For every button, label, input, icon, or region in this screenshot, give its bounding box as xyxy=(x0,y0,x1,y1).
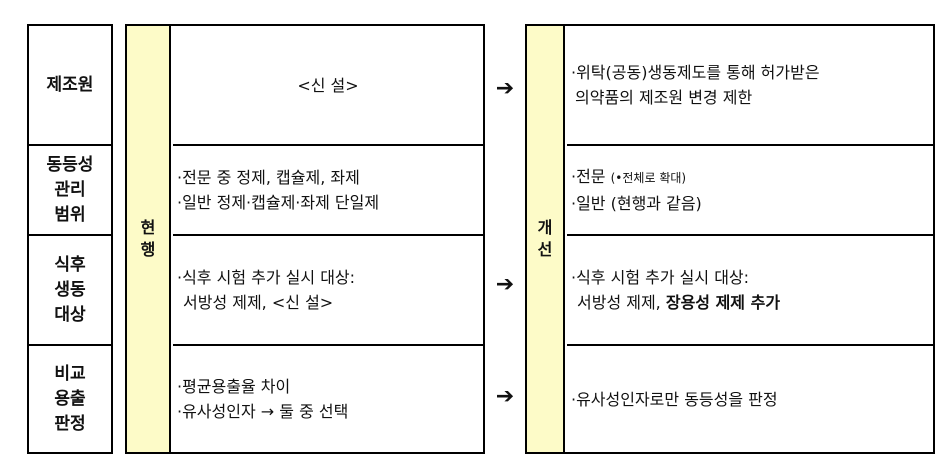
cell-text: 의약품의 제조원 변경 제한 xyxy=(575,88,753,107)
cell-text: <신 설> xyxy=(297,75,359,95)
cell-text: ·유사성인자 → 둘 중 선택 xyxy=(177,402,349,421)
current-band: 현 행 xyxy=(127,26,171,452)
current-row-equivalence-scope: ·전문 중 정제, 캡슐제, 좌제 ·일반 정제·캡슐제·좌제 단일제 xyxy=(173,146,483,236)
cell-text: 서방성 제제, xyxy=(577,293,666,312)
cell-text: ·전문 중 정제, 캡슐제, 좌제 xyxy=(177,168,360,187)
row-label-column: 제조원 동등성 관리 범위 식후 생동 대상 비교 용출 판정 xyxy=(27,24,113,454)
cell-text: ·식후 시험 추가 실시 대상: xyxy=(177,268,356,287)
label-text: 용출 xyxy=(54,388,86,409)
label-text: 관리 xyxy=(54,179,86,200)
cell-text: ·일반 정제·캡슐제·좌제 단일제 xyxy=(177,193,380,212)
row-label-dissolution: 비교 용출 판정 xyxy=(29,346,111,452)
label-text: 동등성 xyxy=(46,154,94,175)
label-text: 판정 xyxy=(54,413,86,434)
band-char: 선 xyxy=(537,240,553,259)
improvement-table: 개 선 ·위탁(공동)생동제도를 통해 허가받은 의약품의 제조원 변경 제한 … xyxy=(525,24,935,454)
label-text: 비교 xyxy=(54,363,86,384)
cell-text: ·식후 시험 추가 실시 대상: xyxy=(571,268,750,287)
arrow-right-icon: ➔ xyxy=(495,76,515,101)
improve-row-manufacturer: ·위탁(공동)생동제도를 통해 허가받은 의약품의 제조원 변경 제한 xyxy=(567,26,933,146)
arrow-right-icon: ➔ xyxy=(495,272,515,297)
cell-line: 서방성 제제, 장용성 제제 추가 xyxy=(571,290,780,315)
improve-row-equivalence-scope: ·전문 (•전체로 확대) ·일반 (현행과 같음) xyxy=(567,146,933,236)
arrow-right-icon: ➔ xyxy=(495,384,515,409)
cell-line: ·전문 (•전체로 확대) xyxy=(571,164,702,191)
improve-row-dissolution: ·유사성인자로만 동등성을 판정 xyxy=(567,346,933,452)
cell-text: ·일반 (현행과 같음) xyxy=(571,194,702,213)
cell-note: (•전체로 확대) xyxy=(610,171,687,185)
band-char: 행 xyxy=(140,240,156,259)
cell-text: ·전문 xyxy=(571,167,611,186)
label-text: 대상 xyxy=(54,304,86,325)
current-row-manufacturer: <신 설> xyxy=(173,26,483,146)
cell-text: 서방성 제제, <신 설> xyxy=(183,293,334,312)
current-row-fed-study: ·식후 시험 추가 실시 대상: 서방성 제제, <신 설> xyxy=(173,236,483,346)
band-char: 현 xyxy=(140,218,156,237)
row-label-equivalence-scope: 동등성 관리 범위 xyxy=(29,146,111,236)
label-text: 생동 xyxy=(54,279,86,300)
band-char: 개 xyxy=(537,218,553,237)
current-table: 현 행 <신 설> ·전문 중 정제, 캡슐제, 좌제 ·일반 정제·캡슐제·좌… xyxy=(125,24,485,454)
cell-text: ·위탁(공동)생동제도를 통해 허가받은 xyxy=(571,63,820,82)
row-label-fed-study: 식후 생동 대상 xyxy=(29,236,111,346)
cell-text: ·유사성인자로만 동등성을 판정 xyxy=(571,389,778,409)
cell-highlight: 장용성 제제 추가 xyxy=(665,293,781,312)
current-row-dissolution: ·평균용출율 차이 ·유사성인자 → 둘 중 선택 xyxy=(173,346,483,452)
cell-text: ·평균용출율 차이 xyxy=(177,377,291,396)
label-text: 범위 xyxy=(54,204,86,225)
label-text: 식후 xyxy=(54,254,86,275)
improve-band: 개 선 xyxy=(527,26,565,452)
label-text: 제조원 xyxy=(46,74,94,95)
improve-row-fed-study: ·식후 시험 추가 실시 대상: 서방성 제제, 장용성 제제 추가 xyxy=(567,236,933,346)
row-label-manufacturer: 제조원 xyxy=(29,26,111,146)
